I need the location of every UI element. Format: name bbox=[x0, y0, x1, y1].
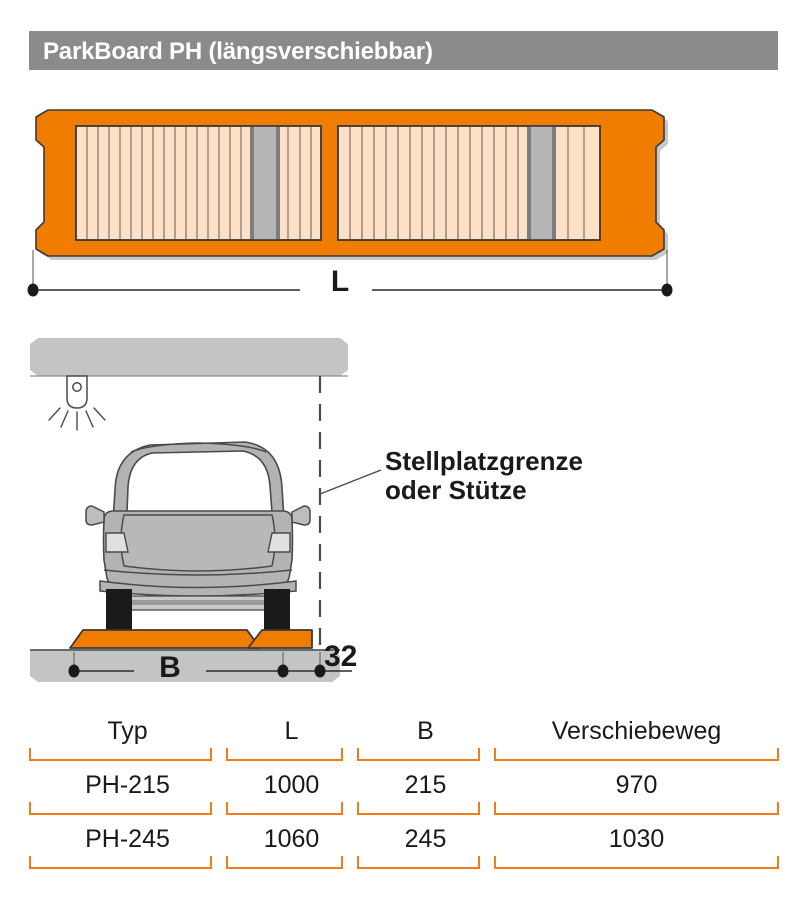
dimension-dot-B-left bbox=[68, 664, 80, 678]
cell-bracket bbox=[494, 856, 779, 869]
dimension-label-32: 32 bbox=[324, 640, 358, 673]
cell-typ: PH-245 bbox=[29, 820, 226, 874]
cell-bracket bbox=[494, 802, 779, 815]
cell-b: 215 bbox=[357, 766, 494, 820]
cell-bracket bbox=[357, 856, 480, 869]
table-row: PH-215 1000 215 970 bbox=[29, 766, 779, 820]
ceiling-slab bbox=[30, 338, 348, 376]
page-title: ParkBoard PH (längsverschiebbar) bbox=[43, 38, 433, 65]
section-view-group bbox=[30, 338, 382, 682]
table-header-cell-verschiebeweg: Verschiebeweg bbox=[494, 712, 779, 766]
cell-verschiebeweg: 1030 bbox=[494, 820, 779, 874]
dimension-dot-left bbox=[27, 283, 39, 297]
stellplatzgrenze-callout: Stellplatzgrenze oder Stütze bbox=[385, 446, 583, 506]
header-bracket-b bbox=[357, 748, 480, 761]
header-bracket-verschiebeweg bbox=[494, 748, 779, 761]
tire-right bbox=[264, 589, 290, 630]
cell-bracket bbox=[29, 856, 212, 869]
tire-left bbox=[106, 589, 132, 630]
dimension-dot-right bbox=[661, 283, 673, 297]
cell-l: 1060 bbox=[226, 820, 357, 874]
platform-plan-body bbox=[35, 109, 665, 257]
platform-section-left bbox=[69, 629, 261, 649]
table-header-cell-l: L bbox=[226, 712, 357, 766]
dimension-label-B: B bbox=[159, 651, 181, 684]
platform-shadow bbox=[40, 114, 668, 260]
right-slat-panel bbox=[337, 125, 601, 241]
platform-section-right bbox=[247, 629, 313, 649]
table-header-cell-b: B bbox=[357, 712, 494, 766]
table-header-cell-typ: Typ bbox=[29, 712, 226, 766]
title-bar: ParkBoard PH (längsverschiebbar) bbox=[29, 31, 778, 70]
cell-verschiebeweg: 970 bbox=[494, 766, 779, 820]
cell-bracket bbox=[226, 802, 343, 815]
dimension-dot-B-right bbox=[277, 664, 289, 678]
cell-l: 1000 bbox=[226, 766, 357, 820]
cell-b: 245 bbox=[357, 820, 494, 874]
ceiling-light-icon bbox=[48, 375, 106, 431]
cell-bracket bbox=[29, 802, 212, 815]
left-slat-panel bbox=[75, 125, 322, 241]
cell-bracket bbox=[357, 802, 480, 815]
cell-typ: PH-215 bbox=[29, 766, 226, 820]
car-front-view bbox=[85, 441, 311, 630]
callout-line-2: oder Stütze bbox=[385, 475, 527, 506]
callout-leader-line bbox=[319, 469, 382, 495]
dimension-label-L: L bbox=[330, 265, 350, 298]
header-bracket-l bbox=[226, 748, 343, 761]
cell-bracket bbox=[226, 856, 343, 869]
table-row: PH-245 1060 245 1030 bbox=[29, 820, 779, 874]
header-bracket-typ bbox=[29, 748, 212, 761]
specification-table: Typ L B Verschiebeweg PH-215 1000 bbox=[29, 712, 779, 874]
callout-line-1: Stellplatzgrenze bbox=[385, 446, 583, 476]
table-header-row: Typ L B Verschiebeweg bbox=[29, 712, 779, 766]
